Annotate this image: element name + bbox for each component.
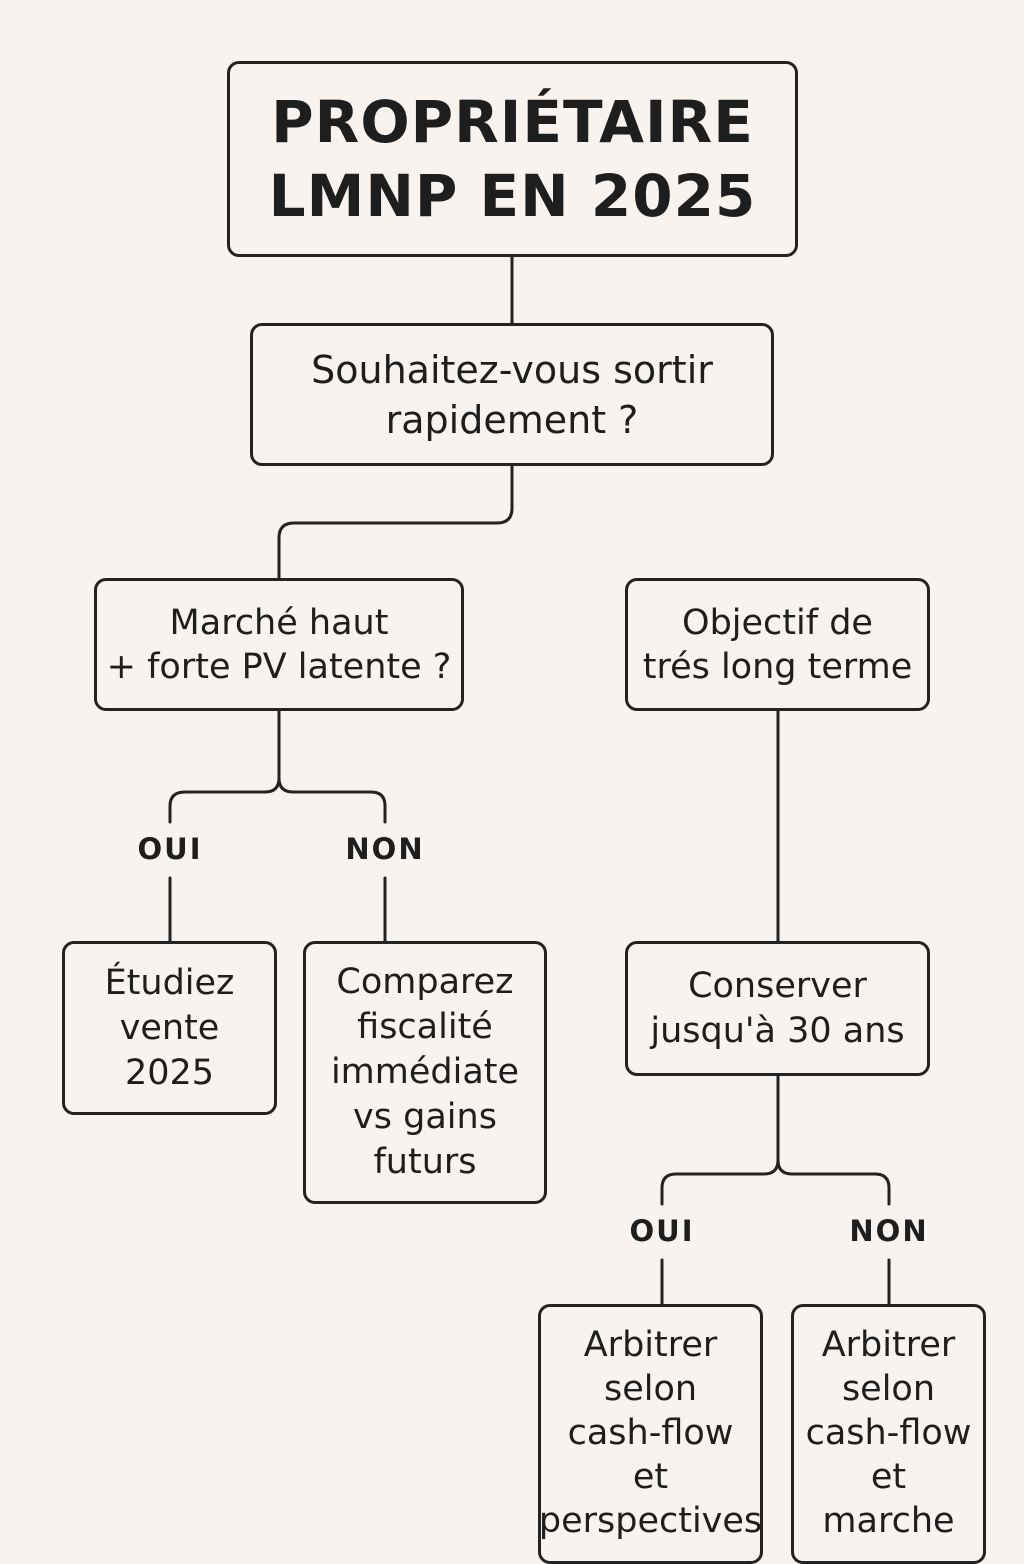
market-question-text: Marché haut + forte PV latente ? bbox=[106, 602, 452, 687]
keep-30-years-box: Conserver jusqu'à 30 ans bbox=[625, 941, 930, 1076]
arbitrate-market-box: Arbitrer selon cash-flow et marche bbox=[791, 1304, 986, 1564]
long-term-goal-text: Objectif de trés long terme bbox=[642, 602, 913, 687]
title-box: PROPRIÉTAIRE LMNP EN 2025 bbox=[227, 61, 798, 257]
study-sale-text: Étudiez vente 2025 bbox=[104, 962, 235, 1093]
connector-keep-to-yes bbox=[660, 1158, 780, 1206]
left-no-label: NON bbox=[341, 832, 429, 866]
connector-market-to-no bbox=[277, 776, 387, 824]
keep-30-years-text: Conserver jusqu'à 30 ans bbox=[650, 965, 905, 1051]
arbitrate-perspectives-text: Arbitrer selon cash-flow et perspectives bbox=[538, 1325, 763, 1541]
right-yes-label: OUI bbox=[625, 1214, 699, 1248]
study-sale-box: Étudiez vente 2025 bbox=[62, 941, 277, 1115]
arbitrate-perspectives-box: Arbitrer selon cash-flow et perspectives bbox=[538, 1304, 763, 1564]
exit-question-box: Souhaitez-vous sortir rapidement ? bbox=[250, 323, 774, 466]
long-term-goal-box: Objectif de trés long terme bbox=[625, 578, 930, 711]
connector-market-to-yes bbox=[168, 776, 281, 824]
arbitrate-market-text: Arbitrer selon cash-flow et marche bbox=[805, 1325, 972, 1541]
connector-question-to-market bbox=[277, 464, 514, 580]
exit-question-text: Souhaitez-vous sortir rapidement ? bbox=[311, 347, 713, 442]
right-no-label: NON bbox=[845, 1214, 933, 1248]
market-question-box: Marché haut + forte PV latente ? bbox=[94, 578, 464, 711]
title-text: PROPRIÉTAIRE LMNP EN 2025 bbox=[268, 88, 757, 230]
left-yes-label: OUI bbox=[133, 832, 207, 866]
compare-tax-text: Comparez fiscalité immédiate vs gains fu… bbox=[330, 962, 520, 1182]
connector-keep-to-no bbox=[776, 1158, 891, 1206]
compare-tax-box: Comparez fiscalité immédiate vs gains fu… bbox=[303, 941, 547, 1204]
